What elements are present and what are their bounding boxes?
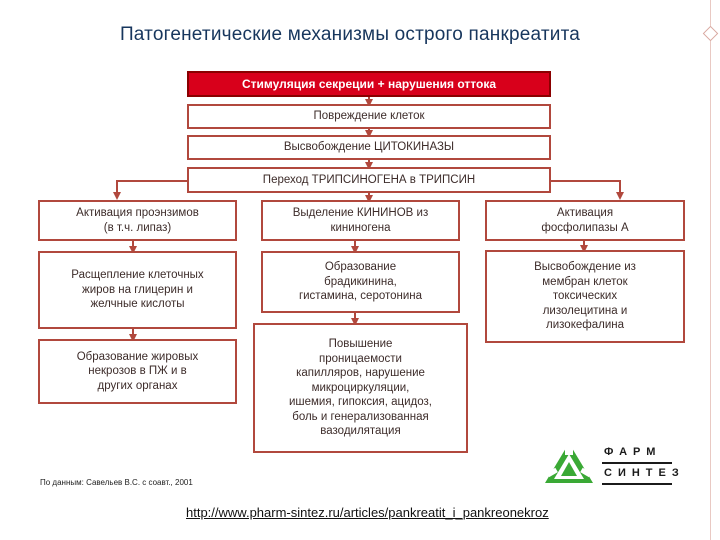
- logo-divider: [602, 483, 672, 485]
- center-box-bradykinin: Образование брадикинина, гистамина, серо…: [261, 251, 460, 313]
- logo-text-sintez: СИНТЕЗ: [604, 467, 685, 479]
- pharm-sintez-logo-icon: [545, 443, 593, 483]
- source-note: По данным: Савельев В.С. с соавт., 2001: [40, 478, 193, 487]
- logo-divider: [602, 462, 672, 464]
- arrow-trypsin-to-left: [113, 180, 187, 200]
- left-box-fat-cleavage: Расщепление клеточных жиров на глицерин …: [38, 251, 237, 329]
- right-box-phospholipase: Активация фосфолипазы А: [485, 200, 685, 241]
- left-box-proenzyme-activation: Активация проэнзимов (в т.ч. липаз): [38, 200, 237, 241]
- flow-box-trypsin: Переход ТРИПСИНОГЕНА в ТРИПСИН: [187, 167, 551, 193]
- slide-edge-rule: [710, 0, 711, 540]
- flow-box-cytokines: Высвобождение ЦИТОКИНАЗЫ: [187, 135, 551, 160]
- logo-text-pharm: ФАРМ: [604, 446, 662, 458]
- center-box-permeability: Повышение проницаемости капилляров, нару…: [253, 323, 468, 453]
- source-url-link[interactable]: http://www.pharm-sintez.ru/articles/pank…: [186, 505, 549, 520]
- right-box-lysolecithin: Высвобождение из мембран клеток токсичес…: [485, 250, 685, 343]
- flow-box-cell-damage: Повреждение клеток: [187, 104, 551, 129]
- left-box-fat-necrosis: Образование жировых некрозов в ПЖ и в др…: [38, 339, 237, 404]
- center-box-kinin-release: Выделение КИНИНОВ из кининогена: [261, 200, 460, 241]
- page-title: Патогенетические механизмы острого панкр…: [119, 24, 581, 45]
- arrow-trypsin-to-right: [551, 180, 624, 200]
- flow-box-stimulation: Стимуляция секреции + нарушения оттока: [187, 71, 551, 97]
